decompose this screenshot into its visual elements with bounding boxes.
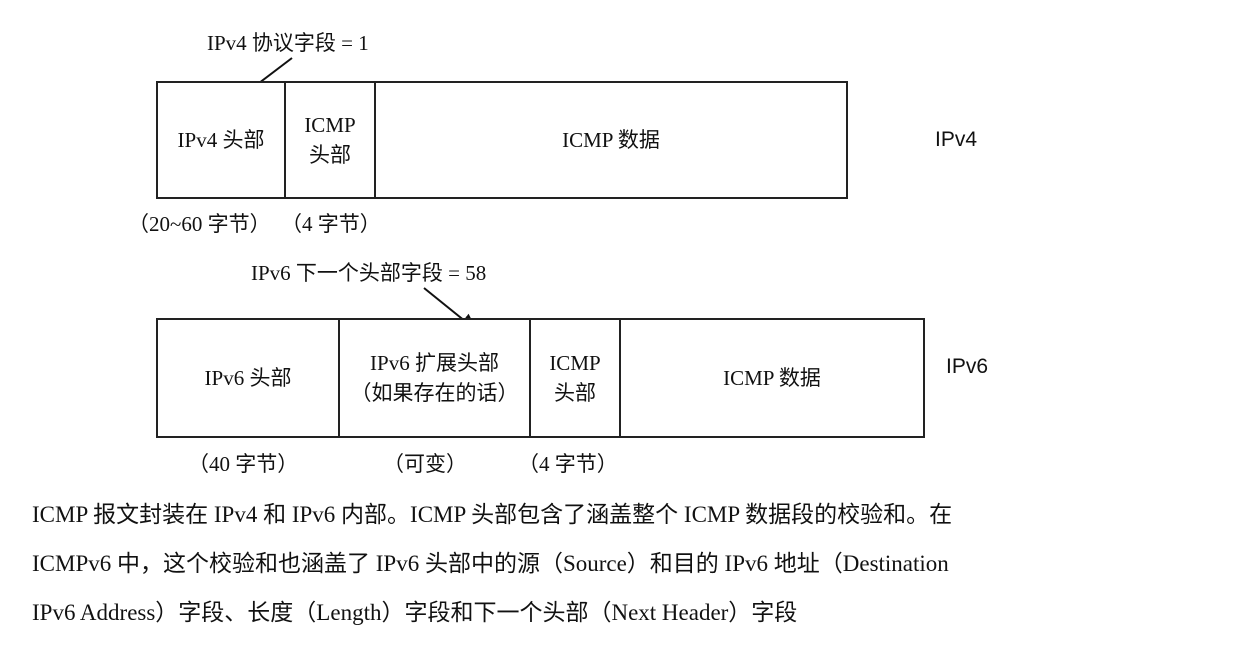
figure-caption: ICMP 报文封装在 IPv4 和 IPv6 内部。ICMP 头部包含了涵盖整个… — [32, 490, 1212, 637]
ipv4-icmp-header-size: （4 字节） — [281, 212, 381, 236]
ipv6-extension-header-box: IPv6 扩展头部 （如果存在的话） — [338, 318, 531, 438]
ipv6-icmp-header-box: ICMP 头部 — [529, 318, 621, 438]
ipv4-icmp-header-label-line2: 头部 — [308, 143, 351, 167]
ipv6-next-header-annotation: IPv6 下一个头部字段 = 58 — [251, 261, 487, 285]
ipv6-header-size: （40 字节） — [188, 452, 299, 476]
ipv4-protocol-annotation: IPv4 协议字段 = 1 — [207, 31, 369, 55]
ipv4-icmp-data-label: ICMP 数据 — [562, 127, 660, 152]
ipv4-header-size: （20~60 字节） — [128, 212, 271, 236]
ipv6-header-box: IPv6 头部 — [156, 318, 340, 438]
ipv6-header-label: IPv6 头部 — [204, 365, 292, 390]
ipv6-row-tag: IPv6 — [946, 355, 989, 378]
ipv6-extension-header-size: （可变） — [383, 452, 467, 476]
caption-line-1: ICMP 报文封装在 IPv4 和 IPv6 内部。ICMP 头部包含了涵盖整个… — [32, 502, 953, 527]
ipv4-icmp-header-box: ICMP 头部 — [284, 81, 376, 199]
ipv4-header-label: IPv4 头部 — [177, 127, 265, 152]
ipv6-extension-header-label-line2: （如果存在的话） — [350, 381, 519, 405]
caption-line-2: ICMPv6 中，这个校验和也涵盖了 IPv6 头部中的源（Source）和目的… — [32, 551, 949, 576]
ipv6-extension-header-label-line1: IPv6 扩展头部 — [370, 350, 499, 375]
ipv4-icmp-header-label-line1: ICMP — [304, 112, 356, 137]
ipv4-header-box: IPv4 头部 — [156, 81, 286, 199]
caption-line-3: IPv6 Address）字段、长度（Length）字段和下一个头部（Next … — [32, 600, 798, 625]
ipv6-icmp-header-size: （4 字节） — [518, 452, 618, 476]
ipv4-row-tag: IPv4 — [935, 128, 978, 151]
ipv6-icmp-header-label-line1: ICMP — [549, 350, 601, 375]
ipv6-icmp-header-label-line2: 头部 — [553, 381, 596, 405]
ipv6-icmp-data-box: ICMP 数据 — [619, 318, 925, 438]
ipv6-icmp-data-label: ICMP 数据 — [723, 365, 821, 390]
ipv4-icmp-data-box: ICMP 数据 — [374, 81, 848, 199]
